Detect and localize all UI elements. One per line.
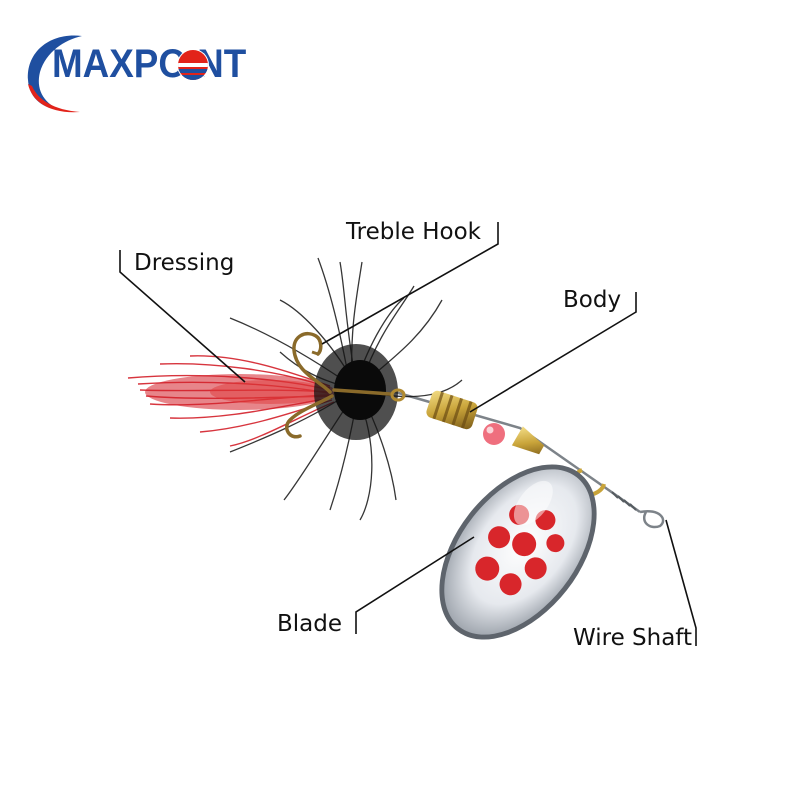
wire-shaft: [394, 390, 641, 514]
spinner-blade: [439, 464, 597, 640]
hook-eye: [390, 388, 406, 402]
callout-line-body: [469, 292, 637, 413]
callout-line-dressing: [119, 250, 246, 383]
clevis: [511, 426, 545, 455]
label-wire-shaft: Wire Shaft: [573, 625, 693, 651]
label-dressing: Dressing: [134, 250, 235, 276]
treble-hook: [285, 331, 392, 439]
callout-lines: [119, 222, 697, 646]
callout-line-wire-shaft: [665, 519, 697, 646]
brand-name: MAXPOINT: [52, 42, 247, 86]
wire-twist: [611, 491, 637, 511]
label-treble-hook: Treble Hook: [346, 219, 481, 245]
brand-swoosh-icon: [27, 35, 82, 113]
blade-red-dots: [475, 504, 565, 596]
brand-o-globe-icon: [177, 49, 209, 81]
brass-body: [426, 390, 478, 430]
label-blade: Blade: [277, 611, 343, 637]
red-bead: [483, 423, 505, 445]
callout-line-treble-hook: [321, 222, 499, 345]
label-body: Body: [563, 287, 622, 313]
wire-loop: [639, 509, 665, 529]
callout-line-blade: [355, 536, 475, 634]
